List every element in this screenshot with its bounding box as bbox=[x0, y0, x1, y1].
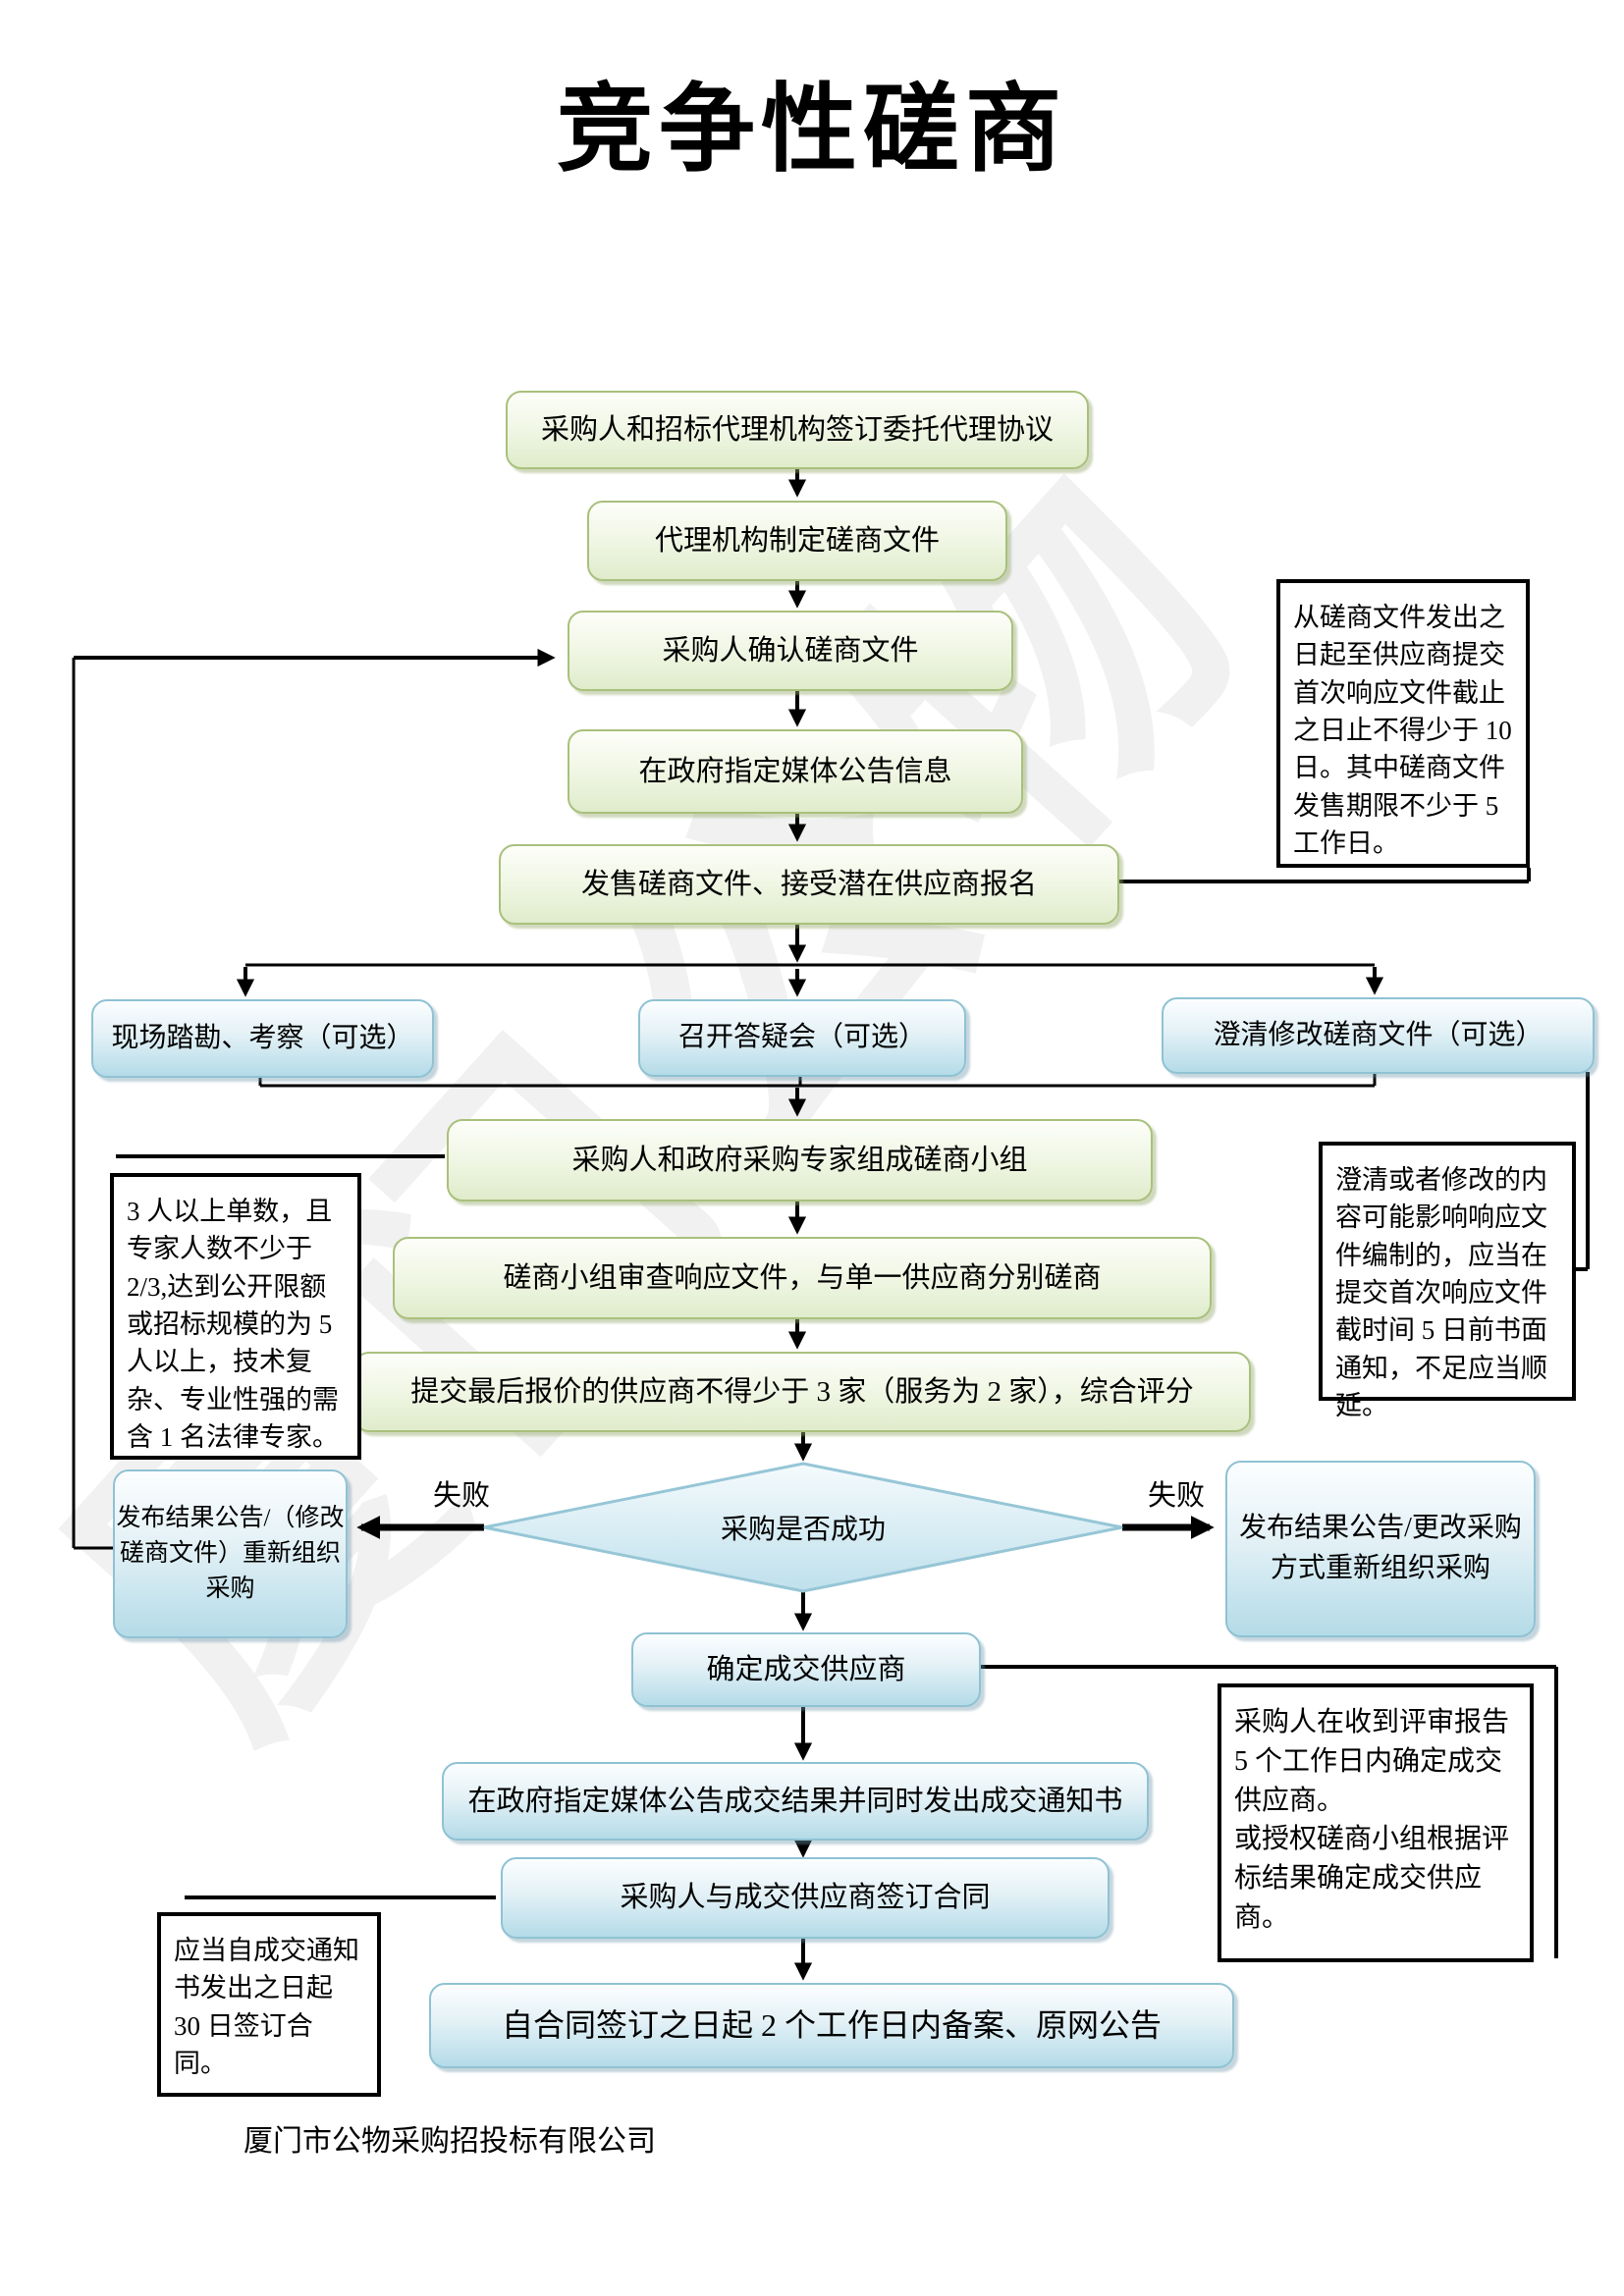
fail-path-republish-modify-docs: 发布结果公告/（修改磋商文件）重新组织采购 bbox=[113, 1469, 348, 1638]
step-confirm-consultation-docs: 采购人确认磋商文件 bbox=[568, 611, 1013, 691]
step-form-consultation-team: 采购人和政府采购专家组成磋商小组 bbox=[447, 1119, 1153, 1201]
main-flow-arrows bbox=[236, 467, 1384, 1981]
step-final-quotation-scoring: 提交最后报价的供应商不得少于 3 家（服务为 2 家），综合评分 bbox=[353, 1352, 1251, 1432]
step-publish-info: 在政府指定媒体公告信息 bbox=[568, 729, 1023, 814]
note-team-composition-rule: 3 人以上单数，且专家人数不少于 2/3,达到公开限额或招标规模的为 5 人以上… bbox=[110, 1173, 361, 1460]
feedback-loop-line bbox=[72, 648, 556, 1550]
note-doc-issue-period: 从磋商文件发出之日起至供应商提交首次响应文件截止之日止不得少于 10 日。其中磋… bbox=[1276, 579, 1530, 868]
decision-procurement-success: 采购是否成功 bbox=[720, 1515, 886, 1545]
note-clarification-rule: 澄清或者修改的内容可能影响响应文件编制的，应当在提交首次响应文件截时间 5 日前… bbox=[1319, 1142, 1576, 1420]
page-title: 竞争性磋商 bbox=[556, 78, 1067, 184]
note-callout-lines bbox=[116, 868, 1590, 1958]
fail-label-left: 失败 bbox=[432, 1480, 490, 1512]
step-qa-meeting-optional: 召开答疑会（可选） bbox=[638, 999, 966, 1077]
step-announce-result-send-notice: 在政府指定媒体公告成交结果并同时发出成交通知书 bbox=[442, 1762, 1149, 1841]
decision-diamond bbox=[483, 1462, 1123, 1593]
step-sign-contract: 采购人与成交供应商签订合同 bbox=[501, 1857, 1110, 1939]
company-name: 厦门市公物采购招投标有限公司 bbox=[244, 2125, 656, 2158]
note-contract-deadline-rule: 应当自成交通知书发出之日起 30 日签订合同。 bbox=[157, 1912, 381, 2097]
step-draft-consultation-docs: 代理机构制定磋商文件 bbox=[587, 501, 1007, 581]
step-clarify-modify-docs-optional: 澄清修改磋商文件（可选） bbox=[1162, 997, 1595, 1074]
step-confirm-winning-supplier: 确定成交供应商 bbox=[631, 1632, 981, 1707]
step-site-survey-optional: 现场踏勘、考察（可选） bbox=[91, 999, 434, 1078]
fail-path-change-method: 发布结果公告/更改采购方式重新组织采购 bbox=[1225, 1461, 1536, 1637]
note-confirm-supplier-rule: 采购人在收到评审报告 5 个工作日内确定成交供应商。 或授权磋商小组根据评标结果… bbox=[1218, 1683, 1534, 1962]
step-sign-agency-agreement: 采购人和招标代理机构签订委托代理协议 bbox=[506, 391, 1089, 469]
step-filing-and-publish: 自合同签订之日起 2 个工作日内备案、原网公告 bbox=[429, 1983, 1234, 2068]
fail-label-right: 失败 bbox=[1147, 1480, 1205, 1512]
step-review-response-docs: 磋商小组审查响应文件，与单一供应商分别磋商 bbox=[393, 1237, 1212, 1319]
step-sell-docs-accept-signup: 发售磋商文件、接受潜在供应商报名 bbox=[499, 844, 1119, 925]
